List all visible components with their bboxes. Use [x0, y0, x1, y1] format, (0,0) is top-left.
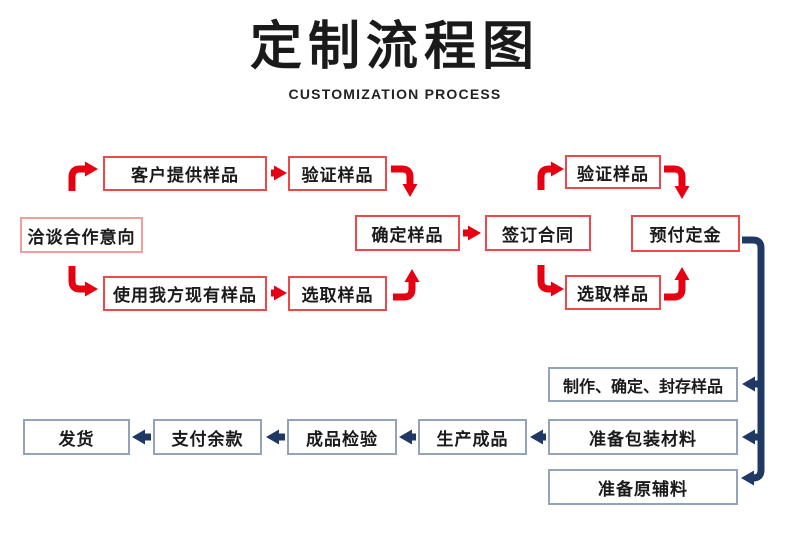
flow-node-verify-sample-left: 验证样品 — [288, 156, 387, 191]
arrow-elbow-down-right-icon — [68, 266, 98, 297]
flow-node-sign-contract: 签订合同 — [485, 215, 591, 251]
navy-main-connector-line — [741, 236, 765, 486]
arrow-elbow-right-down-icon — [391, 165, 418, 197]
flow-node-inspect-finished-goods: 成品检验 — [287, 419, 397, 455]
flow-node-select-sample-left: 选取样品 — [288, 276, 387, 311]
page-title: 定制流程图 — [249, 18, 540, 76]
flow-node-prepare-raw-materials: 准备原辅料 — [548, 469, 738, 505]
flow-node-prepay-deposit: 预付定金 — [631, 215, 740, 252]
arrow-elbow-up-right-icon — [68, 161, 98, 191]
flow-node-discuss-cooperation: 洽谈合作意向 — [20, 217, 143, 253]
flow-node-confirm-sample: 确定样品 — [355, 215, 460, 251]
flow-node-ship-goods: 发货 — [23, 419, 130, 455]
arrow-elbow-right-down-icon — [664, 165, 690, 199]
flow-node-make-confirm-seal-sample: 制作、确定、封存样品 — [548, 367, 738, 402]
arrow-elbow-down-right-icon — [537, 265, 564, 297]
flow-node-verify-sample-right: 验证样品 — [565, 155, 661, 189]
flow-node-prepare-packaging: 准备包装材料 — [548, 419, 738, 455]
arrow-elbow-right-up-icon — [393, 269, 420, 301]
page-subtitle: CUSTOMIZATION PROCESS — [288, 86, 502, 102]
flow-node-pay-balance: 支付余款 — [153, 419, 262, 455]
flow-node-produce-finished-goods: 生产成品 — [418, 419, 527, 455]
flow-node-customer-provides-sample: 客户提供样品 — [103, 156, 267, 191]
arrow-elbow-right-up-icon — [664, 267, 690, 301]
arrow-elbow-up-right-icon — [537, 161, 564, 190]
flow-node-select-sample-right: 选取样品 — [565, 275, 661, 310]
flow-node-use-our-sample: 使用我方现有样品 — [103, 276, 267, 311]
